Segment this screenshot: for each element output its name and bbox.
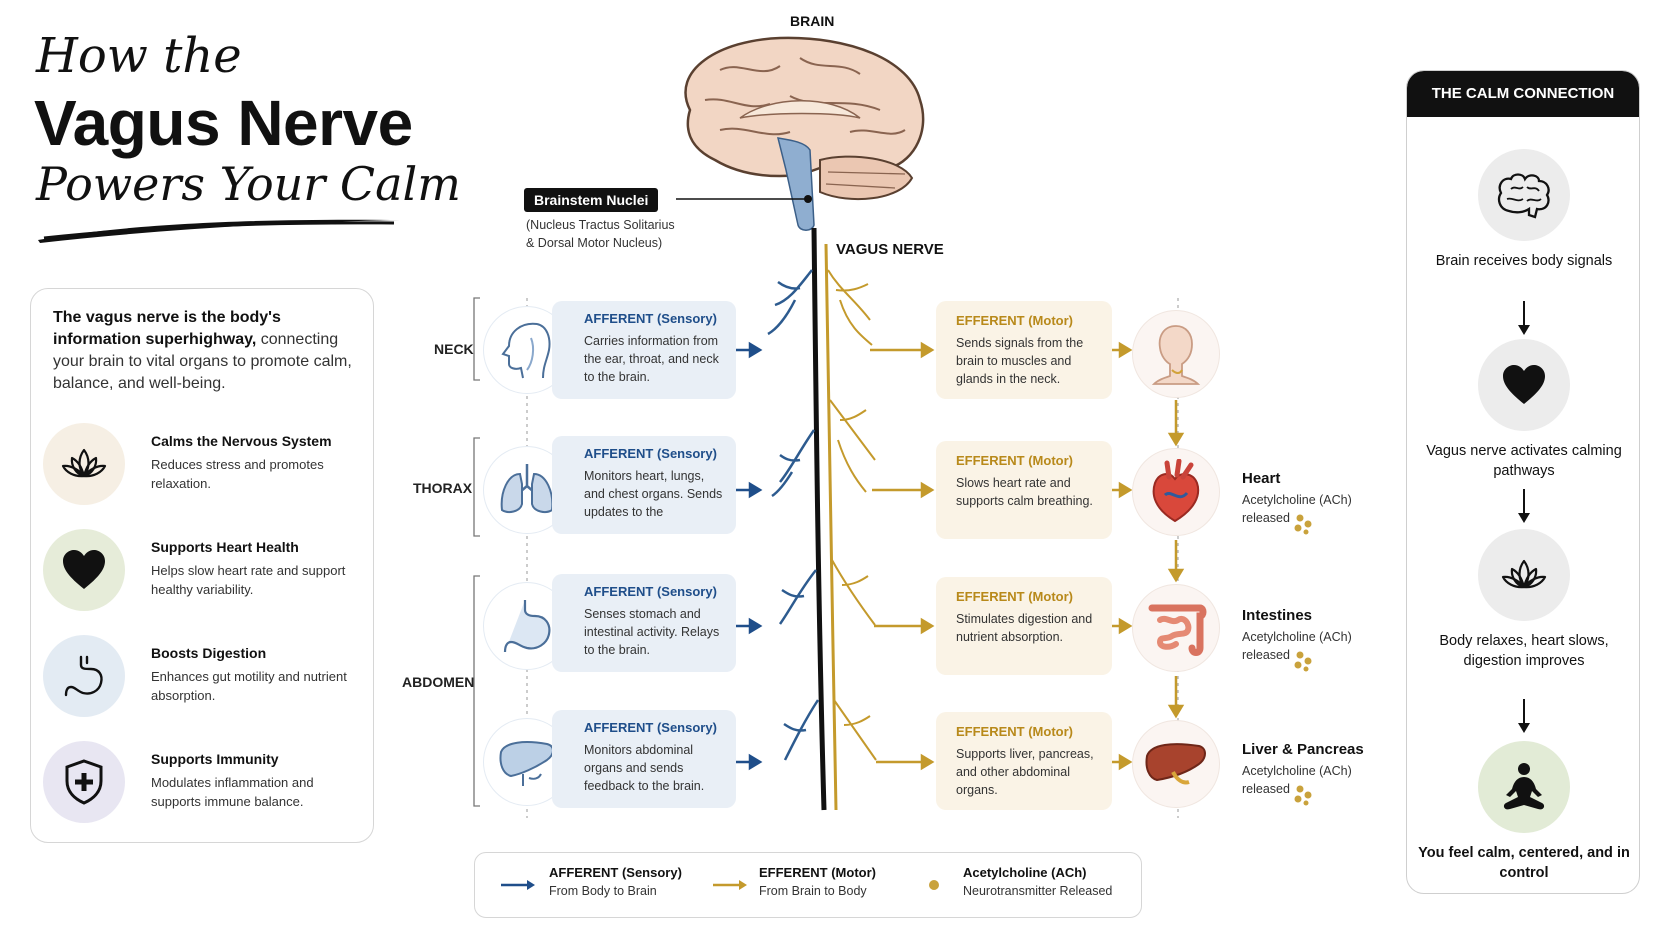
calm-connection-panel: THE CALM CONNECTION Brain receives body … [1406,70,1640,894]
legend-afferent: AFFERENT (Sensory) From Body to Brain [549,865,682,898]
efferent-card-intestines: EFFERENT (Motor) Stimulates digestion an… [936,577,1112,675]
benefit-title: Supports Heart Health [151,539,299,555]
legend-afferent-title: AFFERENT (Sensory) [549,865,682,880]
benefit-desc: Modulates inflammation and supports immu… [151,775,314,809]
benefit-title: Boosts Digestion [151,645,267,661]
legend-ach-sub: Neurotransmitter Released [963,884,1113,898]
down-arrow-icon [1518,301,1530,335]
efferent-card-neck: EFFERENT (Motor) Sends signals from the … [936,301,1112,399]
organ-name: Heart [1242,470,1281,487]
region-abdomen: ABDOMEN [402,674,475,690]
afferent-text: Carries information from the ear, throat… [584,334,719,384]
efferent-title: EFFERENT (Motor) [956,724,1073,739]
stomach-icon [43,635,125,717]
afferent-card-neck: AFFERENT (Sensory) Carries information f… [552,301,736,399]
nuclei-sub-line-1: (Nucleus Tractus Solitarius [526,218,675,232]
benefit-digestion: Boosts Digestion Enhances gut motility a… [43,635,365,721]
efferent-text: Slows heart rate and supports calm breat… [956,476,1093,508]
benefit-immunity: Supports Immunity Modulates inflammation… [43,741,365,827]
efferent-card-heart: EFFERENT (Motor) Slows heart rate and su… [936,441,1112,539]
afferent-arrow-icon [501,880,535,890]
down-arrow-icon [1518,699,1530,733]
brain-illustration [684,36,925,231]
intestines-icon [1132,584,1220,672]
benefit-heart: Supports Heart Health Helps slow heart r… [43,529,365,615]
organ-ach: Acetylcholine (ACh) released [1242,764,1352,796]
legend-afferent-sub: From Body to Brain [549,884,657,898]
efferent-title: EFFERENT (Motor) [956,453,1073,468]
efferent-title: EFFERENT (Motor) [956,589,1073,604]
ach-dot-icon [929,880,939,890]
benefit-title: Supports Immunity [151,751,279,767]
intro-part-1: The vagus nerve is the body's [53,309,281,326]
legend-ach: Acetylcholine (ACh) Neurotransmitter Rel… [963,865,1112,898]
organ-name: Intestines [1242,607,1313,624]
benefit-desc: Enhances gut motility and nutrient absor… [151,669,347,703]
intro-bold: information superhighway, [53,331,257,348]
afferent-title: AFFERENT (Sensory) [584,584,717,599]
lotus-icon [43,423,125,505]
organ-label-intestines: Intestines Acetylcholine (ACh) released [1242,607,1362,664]
afferent-text: Monitors abdominal organs and sends feed… [584,743,705,793]
afferent-text: Senses stomach and intestinal activity. … [584,607,720,657]
intro-part-2: connecting your brain to vital organs to… [53,331,352,392]
brainstem-nuclei-sub: (Nucleus Tractus Solitarius & Dorsal Mot… [526,216,675,252]
afferent-card-thorax: AFFERENT (Sensory) Monitors heart, lungs… [552,436,736,534]
calm-step-3-text: Body relaxes, heart slows, digestion imp… [1439,633,1609,669]
benefit-desc: Reduces stress and promotes relaxation. [151,457,324,491]
calm-step-2-text: Vagus nerve activates calming pathways [1426,443,1622,479]
afferent-title: AFFERENT (Sensory) [584,446,717,461]
organ-label-liver: Liver & Pancreas Acetylcholine (ACh) rel… [1242,741,1364,798]
organ-ach: Acetylcholine (ACh) released [1242,630,1352,662]
efferent-text: Stimulates digestion and nutrient absorp… [956,612,1093,644]
vagus-nerve-label: VAGUS NERVE [836,241,944,258]
afferent-card-abdomen: AFFERENT (Sensory) Senses stomach and in… [552,574,736,672]
legend: AFFERENT (Sensory) From Body to Brain EF… [474,852,1142,918]
lotus-icon [1478,529,1570,621]
organ-label-heart: Heart Acetylcholine (ACh) released [1242,470,1362,527]
brain-icon [1478,149,1570,241]
calm-step-1-text: Brain receives body signals [1435,253,1613,269]
benefit-desc: Helps slow heart rate and support health… [151,563,346,597]
region-thorax: THORAX [413,480,473,496]
legend-efferent-sub: From Brain to Body [759,884,867,898]
brush-stroke [38,219,400,243]
brain-label: BRAIN [790,13,835,29]
legend-efferent: EFFERENT (Motor) From Brain to Body [759,865,876,898]
intro-text: The vagus nerve is the body's informatio… [53,307,353,395]
afferent-text: Monitors heart, lungs, and chest organs.… [584,469,723,519]
down-arrow-icon [1518,489,1530,523]
calm-step-4-text: You feel calm, centered, and in control [1418,845,1630,881]
heart-organ-icon [1132,448,1220,536]
nuclei-sub-line-2: & Dorsal Motor Nucleus) [526,236,663,250]
afferent-title: AFFERENT (Sensory) [584,311,717,326]
efferent-text: Sends signals from the brain to muscles … [956,336,1084,386]
afferent-card-lower-abdomen: AFFERENT (Sensory) Monitors abdominal or… [552,710,736,808]
calm-header: THE CALM CONNECTION [1407,71,1639,117]
shield-icon [43,741,125,823]
heart-icon [1478,339,1570,431]
title-line-3: Powers Your Calm [36,157,461,211]
neck-glands-icon [1132,310,1220,398]
benefit-calms: Calms the Nervous System Reduces stress … [43,423,365,509]
title-line-1: How the [36,28,242,84]
info-card: The vagus nerve is the body's informatio… [30,288,374,843]
efferent-text: Supports liver, pancreas, and other abdo… [956,747,1094,797]
efferent-card-liver: EFFERENT (Motor) Supports liver, pancrea… [936,712,1112,810]
legend-ach-title: Acetylcholine (ACh) [963,865,1087,880]
afferent-title: AFFERENT (Sensory) [584,720,717,735]
efferent-title: EFFERENT (Motor) [956,313,1073,328]
heart-icon [43,529,125,611]
legend-efferent-title: EFFERENT (Motor) [759,865,876,880]
organ-ach: Acetylcholine (ACh) released [1242,493,1352,525]
organ-name: Liver & Pancreas [1242,741,1364,758]
benefit-title: Calms the Nervous System [151,433,332,449]
efferent-arrow-icon [713,880,747,890]
liver-organ-icon [1132,720,1220,808]
title-main: Vagus Nerve [34,87,413,159]
brainstem-nuclei-label: Brainstem Nuclei [524,188,659,212]
region-neck: NECK [434,341,474,357]
meditation-icon [1478,741,1570,833]
